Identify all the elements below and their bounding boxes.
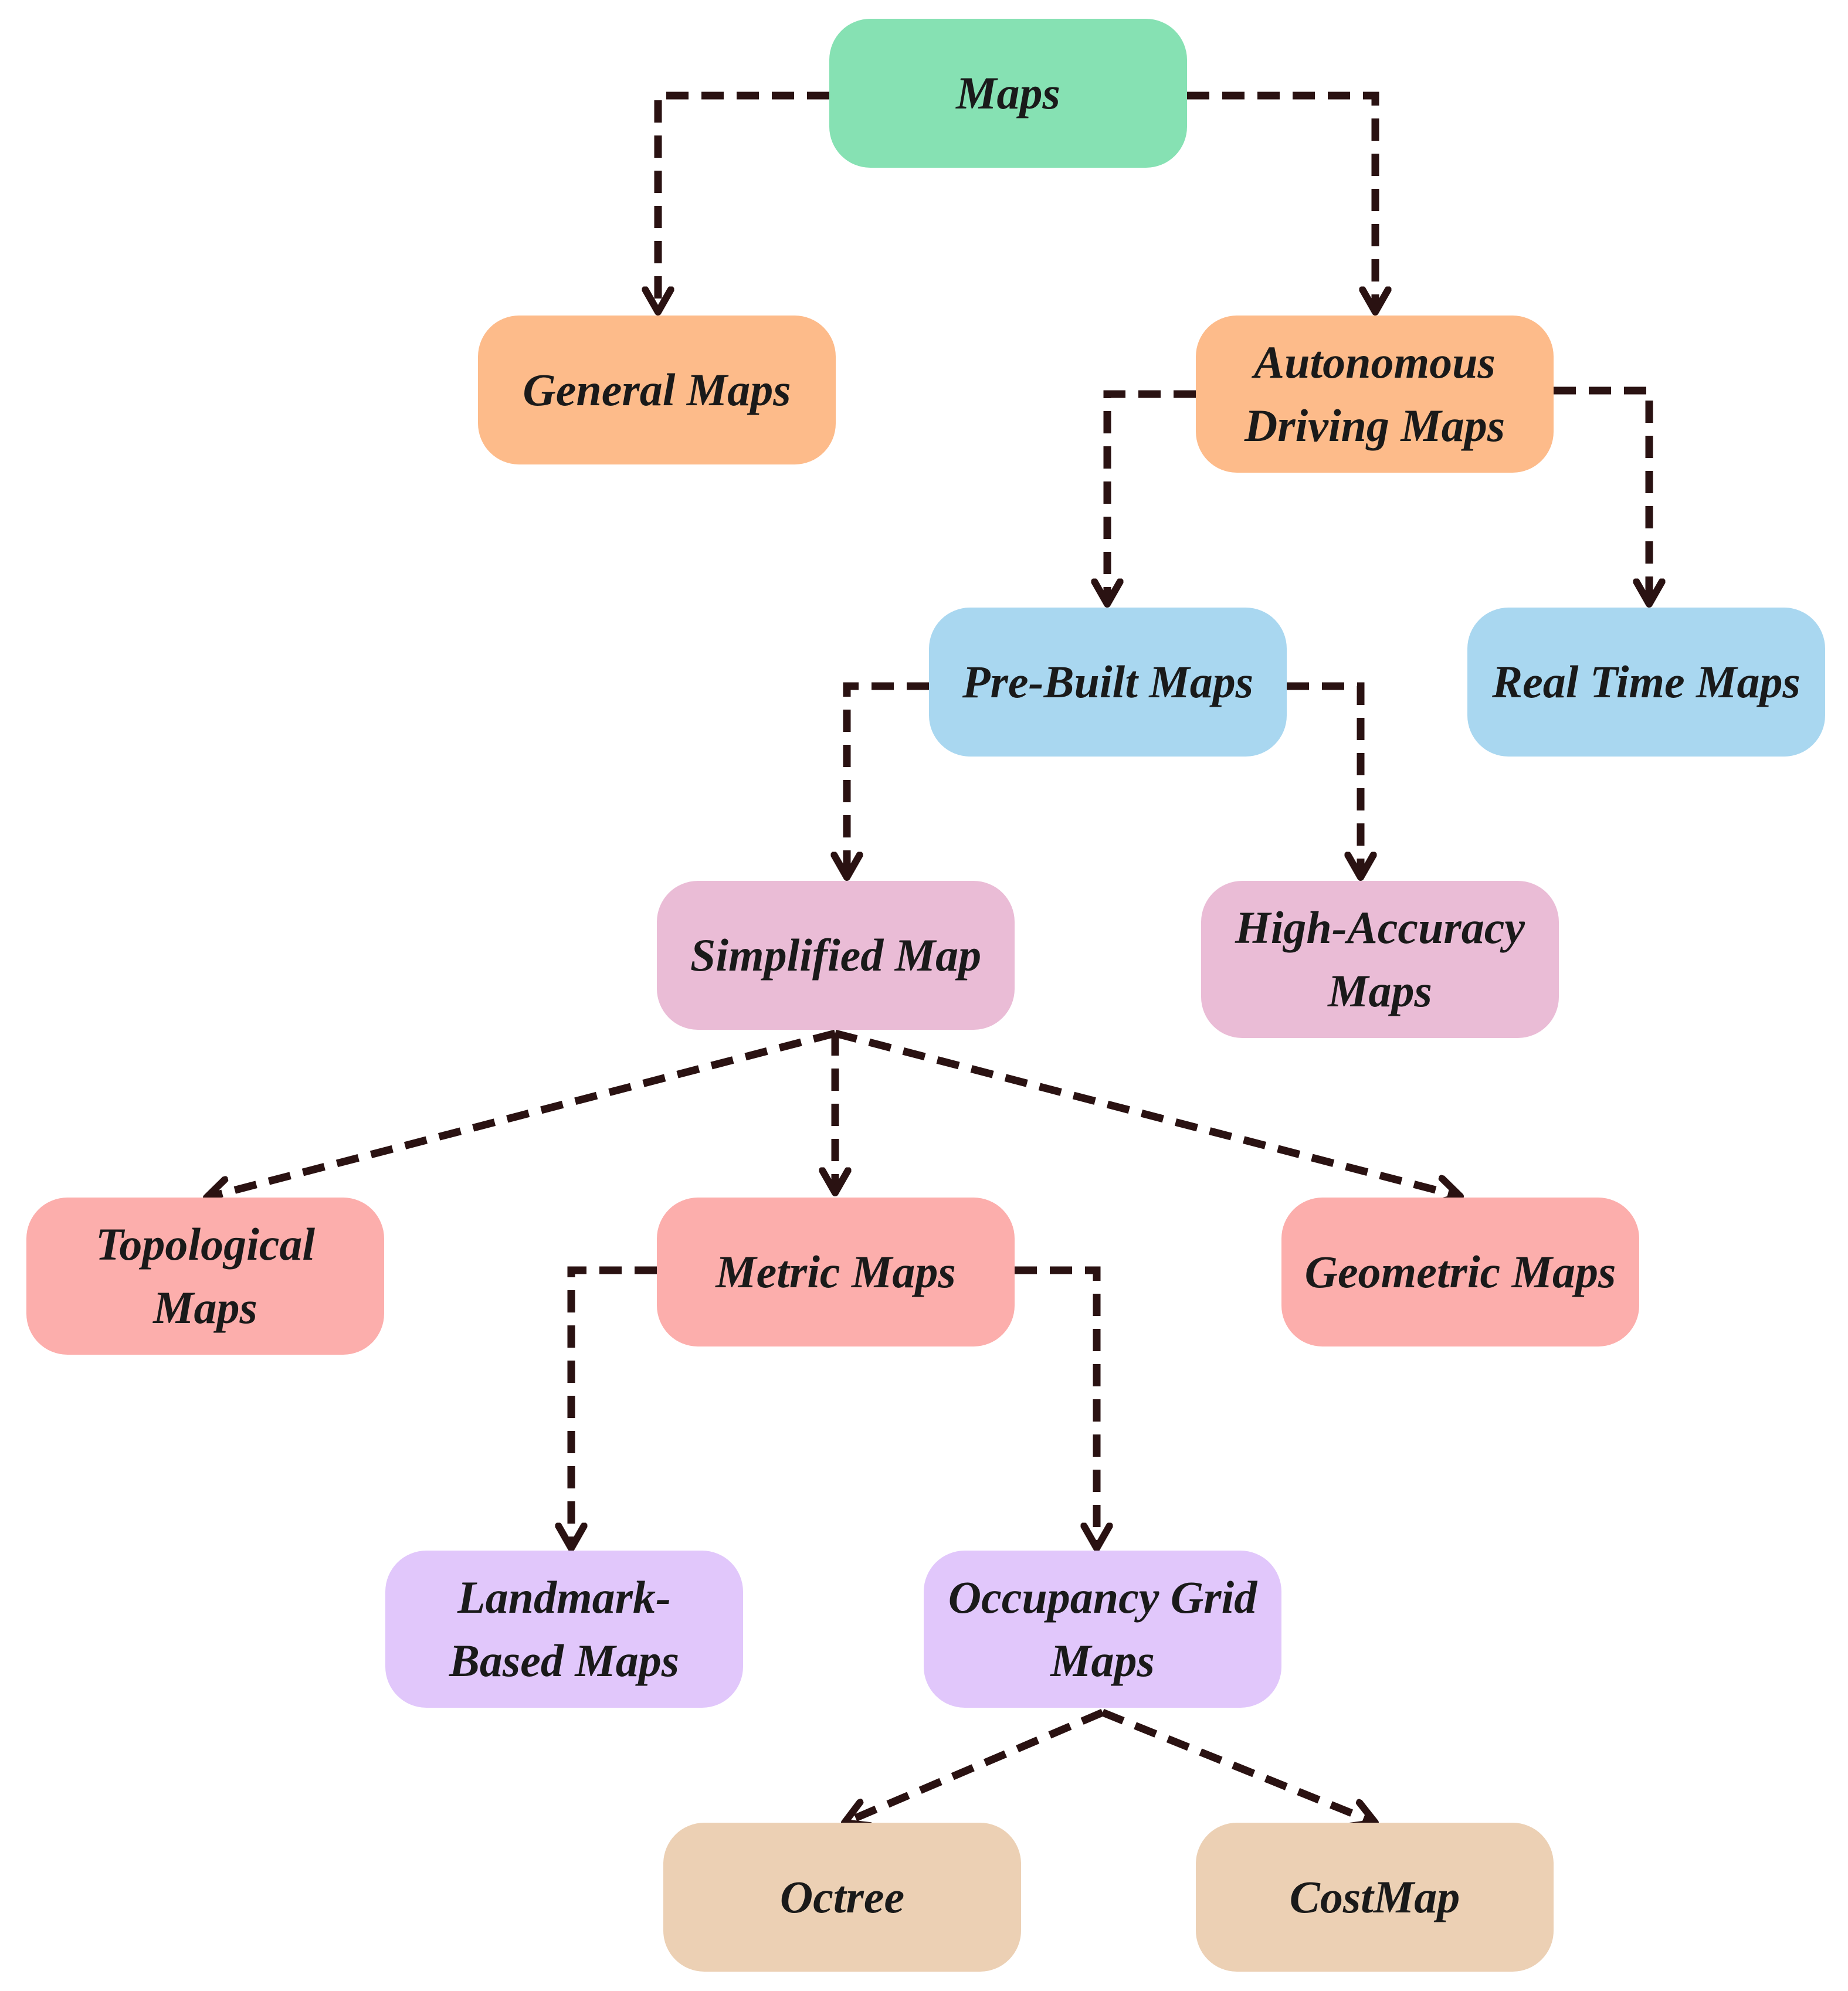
connector-metric-landmark [571,1266,657,1548]
node-maps: Maps [829,19,1187,168]
connector-metric-occupancy [1015,1266,1097,1548]
node-metric-maps: Metric Maps [657,1198,1015,1346]
connector-prebuilt-highacc [1287,682,1361,877]
connector-maps-general [658,91,829,312]
connector-prebuilt-simplified [847,682,929,877]
connector-autonomous-prebuilt [1107,390,1196,604]
node-occupancy-label-line1: Occupancy Grid [948,1572,1257,1623]
node-high-accuracy-label-line2: Maps [1328,965,1432,1016]
node-geometric-maps: Geometric Maps [1281,1198,1639,1346]
connector-occupancy-costmap [1101,1708,1375,1823]
node-maps-label: Maps [956,67,1060,119]
node-occupancy-label-line2: Maps [1050,1635,1155,1686]
node-real-time-label: Real Time Maps [1492,656,1800,708]
node-pre-built-label: Pre-Built Maps [962,656,1254,708]
connector-occupancy-octree [845,1709,1104,1823]
node-costmap-label: CostMap [1289,1871,1460,1923]
node-octree-label: Octree [779,1871,905,1923]
connector-simplified-geometric [834,1029,1460,1196]
node-octree: Octree [663,1823,1021,1972]
node-autonomous-label-line1: Autonomous [1254,337,1496,388]
connector-maps-autonomous [1187,91,1375,312]
node-metric-label: Metric Maps [716,1246,956,1298]
node-high-accuracy-label-line1: High-Accuracy [1235,902,1525,954]
node-general-maps: General Maps [478,316,836,464]
node-autonomous-label-line2: Driving Maps [1244,400,1505,451]
node-real-time-maps: Real Time Maps [1467,608,1825,757]
node-autonomous-driving-maps: Autonomous Driving Maps [1196,316,1554,473]
node-geometric-label: Geometric Maps [1304,1246,1616,1298]
node-topological-label-line2: Maps [153,1282,257,1333]
node-occupancy-grid-maps: Occupancy Grid Maps [924,1551,1281,1708]
node-simplified-map: Simplified Map [657,881,1015,1030]
edges-group [206,91,1649,1823]
node-costmap: CostMap [1196,1823,1554,1972]
node-topological-maps: Topological Maps [26,1198,384,1355]
node-pre-built-maps: Pre-Built Maps [929,608,1287,757]
connector-simplified-topological [206,1029,836,1198]
node-landmark-based-maps: Landmark- Based Maps [385,1551,743,1708]
node-landmark-label-line2: Based Maps [449,1635,680,1686]
node-general-maps-label: General Maps [523,364,791,416]
node-landmark-label-line1: Landmark- [457,1572,672,1623]
node-high-accuracy-maps: High-Accuracy Maps [1201,881,1559,1038]
node-simplified-label: Simplified Map [690,930,982,981]
node-topological-label-line1: Topological [95,1219,316,1270]
connector-autonomous-realtime [1554,386,1649,604]
